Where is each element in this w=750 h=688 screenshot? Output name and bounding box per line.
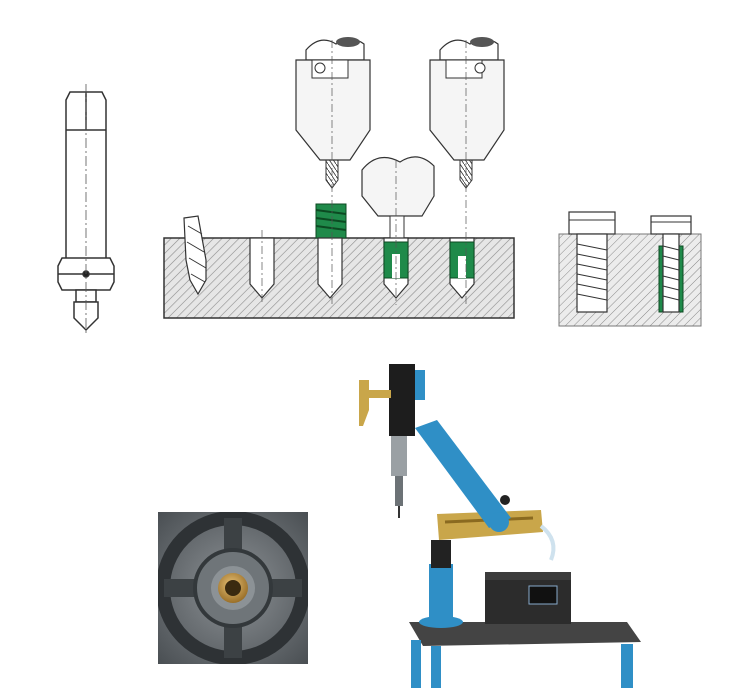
motor-head xyxy=(359,364,425,518)
bolt-svg xyxy=(558,211,702,327)
process-sequence-drawing xyxy=(160,20,520,330)
driver-tool-2 xyxy=(361,156,435,239)
machine-svg xyxy=(359,364,641,688)
tapping-machine-photo xyxy=(345,350,645,688)
thread-insert-loose xyxy=(315,203,347,239)
driver-tool-1 xyxy=(295,37,371,189)
bolt-with-insert xyxy=(650,215,692,313)
upper-arm xyxy=(415,420,511,532)
bolt-comparison-drawing xyxy=(555,200,705,330)
work-table xyxy=(409,622,641,688)
driver-tool-3 xyxy=(429,37,505,189)
process-svg xyxy=(163,37,515,319)
bolt-plain xyxy=(568,211,616,313)
installation-tool-drawing xyxy=(40,80,130,340)
thread-insert-installed xyxy=(449,241,475,279)
drill-bit xyxy=(183,215,207,296)
insert-photo-svg xyxy=(158,512,308,664)
lock-knob xyxy=(500,495,510,505)
control-box xyxy=(485,572,571,624)
tool-svg xyxy=(57,84,115,336)
centerlines xyxy=(261,40,467,305)
air-hose xyxy=(539,524,556,561)
tapped-hole-2 xyxy=(317,237,343,299)
installed-insert-photo xyxy=(158,512,308,664)
machine-column xyxy=(419,540,463,628)
